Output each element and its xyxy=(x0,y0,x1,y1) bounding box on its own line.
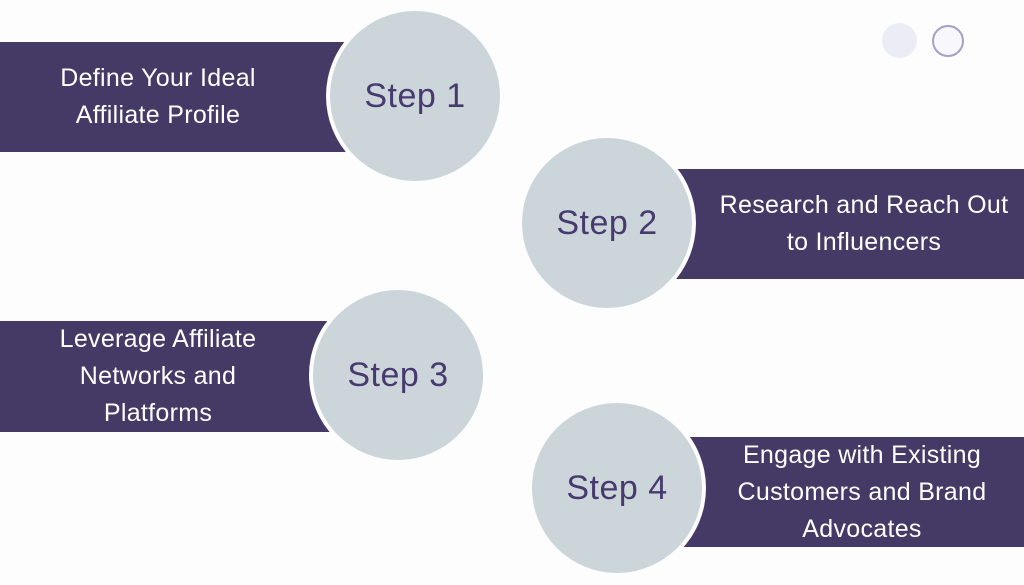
step-2-circle: Step 2 xyxy=(522,138,692,308)
step-4-circle: Step 4 xyxy=(532,403,702,573)
step-1-label: Step 1 xyxy=(364,76,466,115)
step-3-title: Leverage Affiliate Networks and Platform… xyxy=(59,325,257,427)
decor-dot-outlined xyxy=(932,25,964,57)
step-4-label: Step 4 xyxy=(566,468,668,507)
step-3-circle: Step 3 xyxy=(313,290,483,460)
step-3-label: Step 3 xyxy=(347,355,449,394)
step-2-title: Research and Reach Out to Influencers xyxy=(719,191,1009,256)
step-1-title: Define Your Ideal Affiliate Profile xyxy=(60,64,256,129)
step-1-circle: Step 1 xyxy=(330,11,500,181)
step-4-title: Engage with Existing Customers and Brand… xyxy=(737,440,987,543)
step-2-label: Step 2 xyxy=(556,203,658,242)
decor-dot-filled xyxy=(882,23,917,58)
